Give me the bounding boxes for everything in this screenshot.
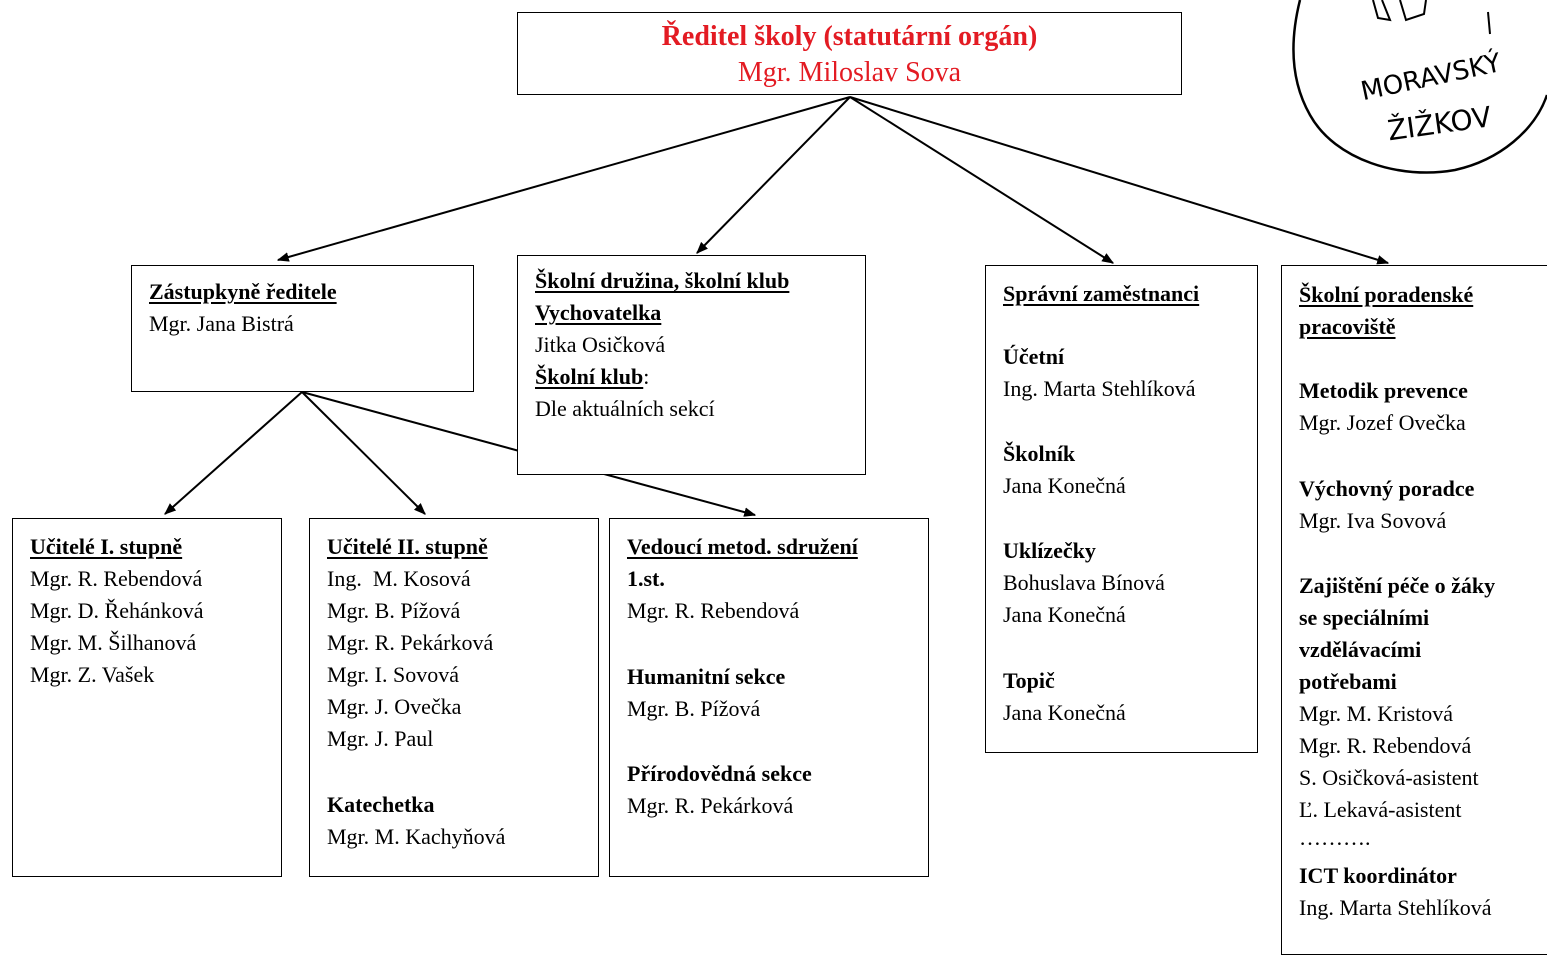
methodic-science-label: Přírodovědná sekce xyxy=(627,761,812,786)
arrow-director-to-admin xyxy=(849,96,1115,264)
secondary-teacher: Mgr. B. Pížová xyxy=(327,598,461,623)
primary-teacher: Mgr. M. Šilhanová xyxy=(30,630,197,655)
methodic-level-name: Mgr. R. Rebendová xyxy=(627,598,800,623)
club-text: Dle aktuálních sekcí xyxy=(535,396,715,421)
director-name: Mgr. Miloslav Sova xyxy=(737,57,962,88)
logo-text-line2: ŽIŽKOV xyxy=(1385,99,1493,147)
methodic-level-label: 1.st. xyxy=(627,566,665,591)
admin-role-name: Jana Konečná xyxy=(1003,602,1126,627)
secondary-teacher: Mgr. J. Ovečka xyxy=(327,694,462,719)
counsel-special-name: ………. xyxy=(1299,825,1371,850)
club-label-colon: : xyxy=(643,364,650,389)
school-logo: MORAVSKÝ ŽIŽKOV xyxy=(1292,0,1547,174)
counsel-special-label: vzdělávacími xyxy=(1299,637,1422,662)
counsel-special-name: Ľ. Lekavá-asistent xyxy=(1299,797,1462,822)
admin-role-label: Topič xyxy=(1003,668,1055,693)
methodic-science-name: Mgr. R. Pekárková xyxy=(627,793,794,818)
counsel-advisor-label: Výchovný poradce xyxy=(1299,476,1475,501)
club-box: Školní družina, školní klub Vychovatelka… xyxy=(517,255,866,475)
admin-role-name: Ing. Marta Stehlíková xyxy=(1003,376,1196,401)
arrow-director-to-counsel xyxy=(849,96,1390,265)
catechist-name: Mgr. M. Kachyňová xyxy=(327,824,506,849)
deputy-name: Mgr. Jana Bistrá xyxy=(149,311,294,336)
admin-heading: Správní zaměstnanci xyxy=(1003,281,1200,306)
club-label: Školní klub xyxy=(535,364,644,389)
arrow-deputy-to-primary xyxy=(164,391,303,515)
counsel-special-name: Mgr. R. Rebendová xyxy=(1299,733,1472,758)
admin-role-label: Uklízečky xyxy=(1003,538,1096,563)
admin-role-name: Jana Konečná xyxy=(1003,473,1126,498)
arrow-director-to-deputy xyxy=(276,96,851,262)
counsel-heading-line1: Školní poradenské xyxy=(1299,282,1474,307)
director-box: Ředitel školy (statutární orgán) Mgr. Mi… xyxy=(517,12,1182,95)
secondary-teacher: Mgr. R. Pekárková xyxy=(327,630,494,655)
counsel-special-label: Zajištění péče o žáky xyxy=(1299,573,1496,598)
counsel-prevention-name: Mgr. Jozef Ovečka xyxy=(1299,410,1466,435)
counsel-advisor-name: Mgr. Iva Sovová xyxy=(1299,508,1447,533)
primary-heading: Učitelé I. stupně xyxy=(30,534,183,559)
admin-role-name: Jana Konečná xyxy=(1003,700,1126,725)
methodic-humanities-name: Mgr. B. Pížová xyxy=(627,696,761,721)
counsel-ict-name: Ing. Marta Stehlíková xyxy=(1299,895,1492,920)
methodic-box: Vedoucí metod. sdružení 1.st. Mgr. R. Re… xyxy=(609,518,929,877)
admin-role-label: Účetní xyxy=(1003,344,1065,369)
secondary-teacher: Mgr. I. Sovová xyxy=(327,662,459,687)
club-educator-name: Jitka Osičková xyxy=(535,332,666,357)
admin-role-label: Školník xyxy=(1003,441,1076,466)
secondary-box: Učitelé II. stupně Ing. M. Kosová Mgr. B… xyxy=(309,518,599,877)
primary-box: Učitelé I. stupně Mgr. R. Rebendová Mgr.… xyxy=(12,518,282,877)
counsel-special-name: Mgr. M. Kristová xyxy=(1299,701,1453,726)
deputy-heading: Zástupkyně ředitele xyxy=(149,279,337,304)
logo-text-line1: MORAVSKÝ xyxy=(1358,46,1504,107)
secondary-heading: Učitelé II. stupně xyxy=(327,534,488,559)
arrow-director-to-club xyxy=(696,96,851,254)
deputy-box: Zástupkyně ředitele Mgr. Jana Bistrá xyxy=(131,265,474,392)
methodic-humanities-label: Humanitní sekce xyxy=(627,664,786,689)
counsel-ict-label: ICT koordinátor xyxy=(1299,863,1457,888)
club-heading: Školní družina, školní klub xyxy=(535,268,790,293)
methodic-heading: Vedoucí metod. sdružení xyxy=(627,534,858,559)
arrow-deputy-to-secondary xyxy=(301,391,426,515)
admin-box: Správní zaměstnanci Účetní Ing. Marta St… xyxy=(985,265,1258,753)
counsel-prevention-label: Metodik prevence xyxy=(1299,378,1468,403)
primary-teacher: Mgr. D. Řehánková xyxy=(30,598,204,623)
secondary-teacher: Mgr. J. Paul xyxy=(327,726,434,751)
counsel-box: Školní poradenské pracoviště Metodik pre… xyxy=(1281,265,1547,955)
counsel-heading-line2: pracoviště xyxy=(1299,314,1396,339)
primary-teacher: Mgr. Z. Vašek xyxy=(30,662,155,687)
club-educator-label: Vychovatelka xyxy=(535,300,662,325)
director-title: Ředitel školy (statutární orgán) xyxy=(661,21,1038,52)
admin-role-name: Bohuslava Bínová xyxy=(1003,570,1165,595)
catechist-label: Katechetka xyxy=(327,792,435,817)
counsel-special-label: potřebami xyxy=(1299,669,1397,694)
counsel-special-label: se speciálními xyxy=(1299,605,1430,630)
counsel-special-name: S. Osičková-asistent xyxy=(1299,765,1479,790)
club-label-line: Školní klub: xyxy=(535,361,649,393)
primary-teacher: Mgr. R. Rebendová xyxy=(30,566,203,591)
secondary-teacher: Ing. M. Kosová xyxy=(327,566,471,591)
